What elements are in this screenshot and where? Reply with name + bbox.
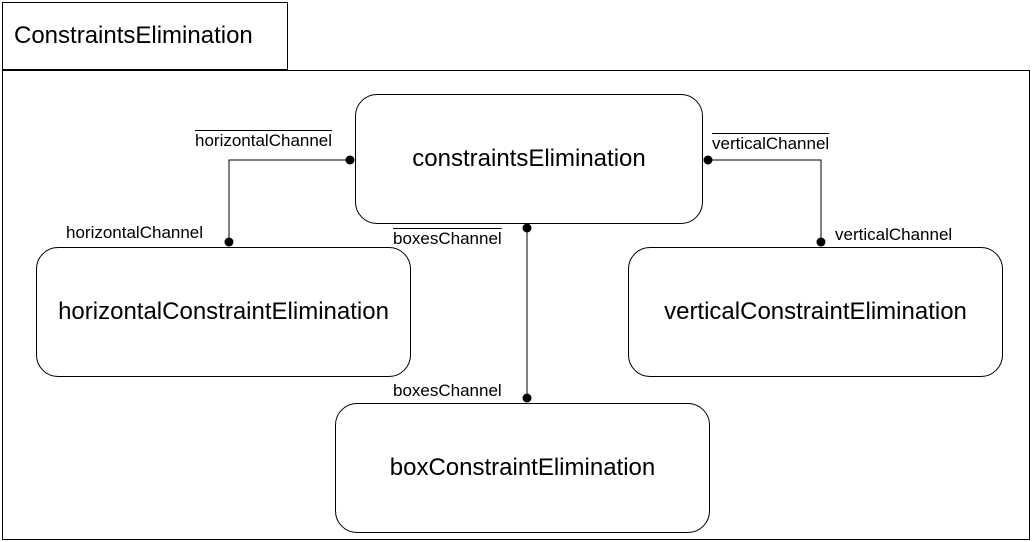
- port-horizontal-in: [224, 237, 234, 247]
- node-vertical-constraint-elimination[interactable]: verticalConstraintElimination: [628, 247, 1003, 377]
- port-label-center-vertical: verticalChannel: [712, 134, 830, 153]
- horizontal-connector: [228, 159, 350, 242]
- node-constraints-elimination-label: constraintsElimination: [412, 145, 646, 172]
- port-box-in: [522, 393, 532, 403]
- package-title: ConstraintsElimination: [14, 22, 253, 49]
- node-horizontal-label: horizontalConstraintElimination: [58, 298, 389, 325]
- vertical-connector: [708, 159, 822, 242]
- package-tab: ConstraintsElimination: [2, 2, 288, 70]
- package-frame: [2, 70, 1030, 540]
- node-box-constraint-elimination[interactable]: boxConstraintElimination: [335, 403, 710, 533]
- port-label-horizontal-in: horizontalChannel: [66, 223, 204, 242]
- port-center-boxes: [522, 223, 532, 233]
- port-label-vertical-in: verticalChannel: [835, 225, 953, 244]
- port-vertical-in: [816, 237, 826, 247]
- node-constraints-elimination[interactable]: constraintsElimination: [355, 94, 703, 224]
- node-vertical-label: verticalConstraintElimination: [664, 298, 967, 325]
- node-horizontal-constraint-elimination[interactable]: horizontalConstraintElimination: [36, 247, 411, 377]
- port-label-center-boxes: boxesChannel: [393, 229, 502, 248]
- port-label-box-in: boxesChannel: [393, 381, 502, 400]
- port-center-vertical: [703, 155, 713, 165]
- port-label-center-horizontal: horizontalChannel: [195, 131, 333, 150]
- port-center-horizontal: [345, 155, 355, 165]
- node-box-label: boxConstraintElimination: [389, 454, 656, 481]
